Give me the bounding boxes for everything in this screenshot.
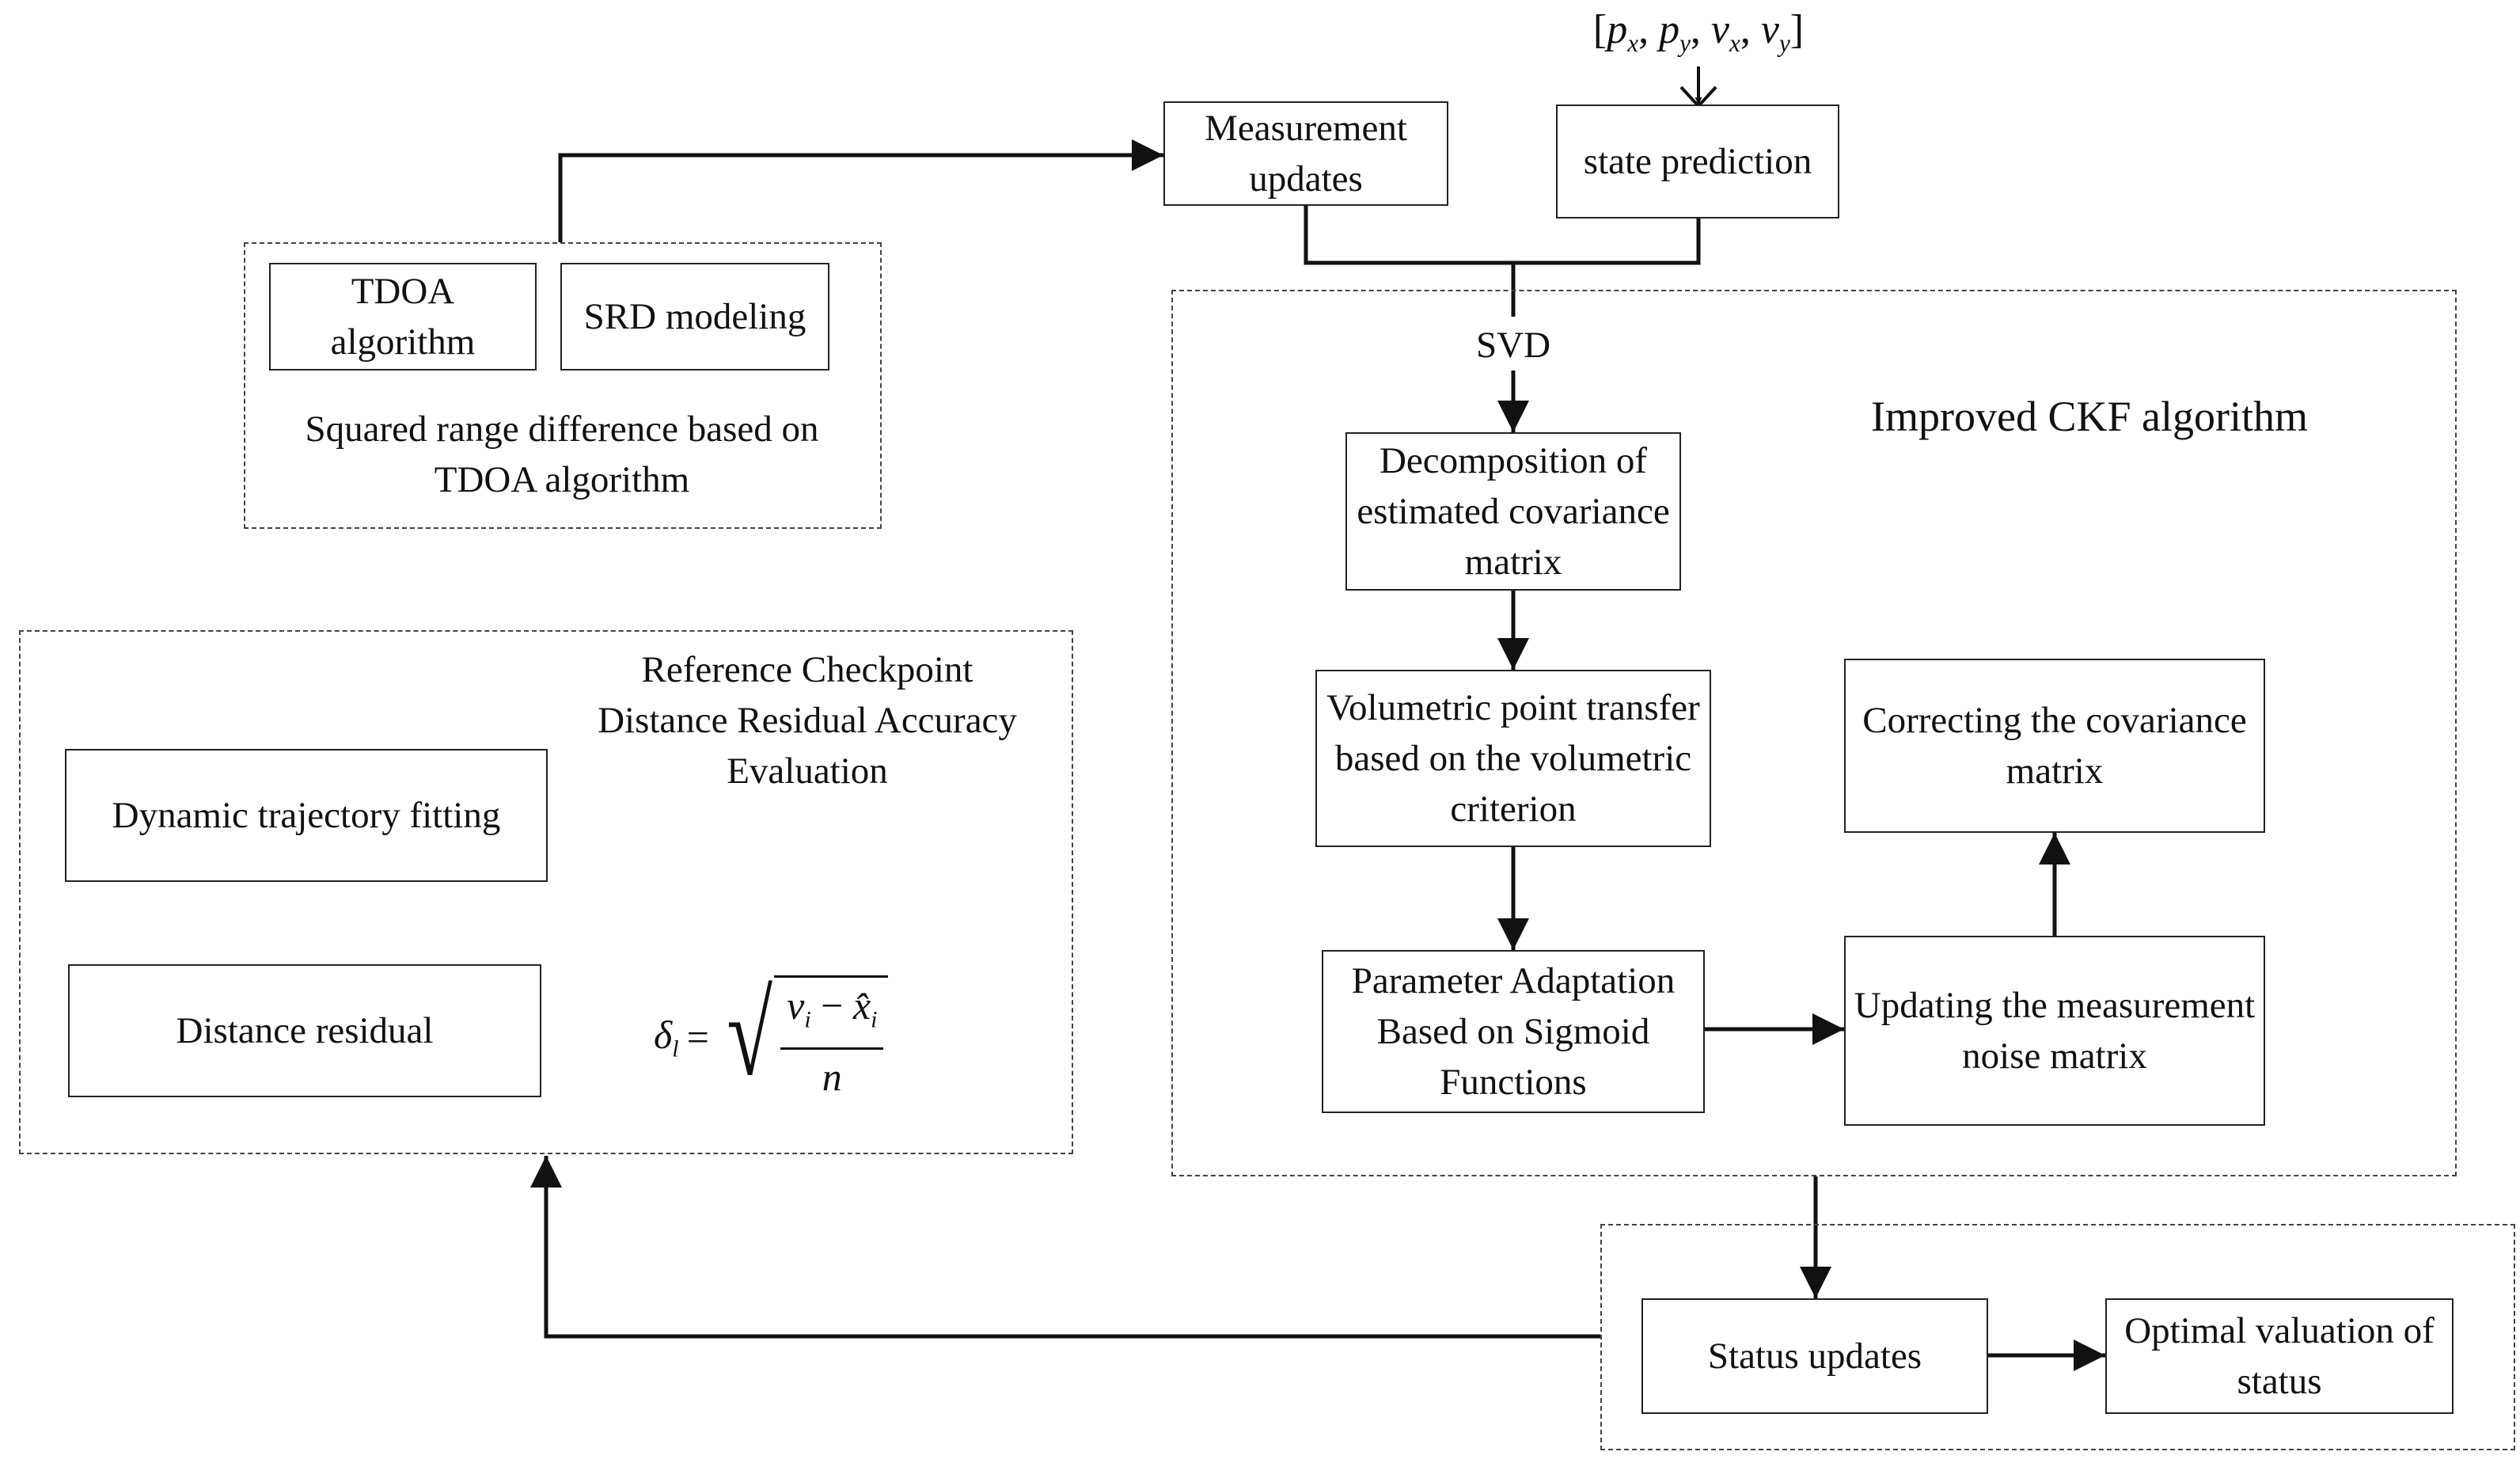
srd-modeling-box: SRD modeling bbox=[560, 263, 829, 370]
parameter-adaptation-box: Parameter Adaptation Based on Sigmoid Fu… bbox=[1322, 950, 1705, 1113]
status-updates-box: Status updates bbox=[1641, 1298, 1988, 1414]
dynamic-trajectory-box: Dynamic trajectory fitting bbox=[65, 749, 548, 882]
status-group bbox=[1600, 1224, 2515, 1450]
state-prediction-box: state prediction bbox=[1556, 104, 1839, 218]
srd-group bbox=[244, 242, 882, 529]
svd-label: SVD bbox=[1475, 325, 1551, 366]
ckf-group bbox=[1171, 290, 2457, 1176]
state-vector-label: [px, py, vx, vy] bbox=[1592, 7, 1805, 57]
arrow-srd-to-measurement bbox=[558, 139, 1163, 242]
reference-checkpoint-title: Reference Checkpoint Distance Residual A… bbox=[598, 649, 1017, 792]
srd-group-caption: Squared range difference based on TDOA a… bbox=[305, 408, 819, 500]
updating-noise-box: Updating the measurement noise matrix bbox=[1844, 936, 2265, 1126]
improved-ckf-title: Improved CKF algorithm bbox=[1871, 393, 2308, 440]
correcting-covariance-box: Correcting the covariance matrix bbox=[1844, 659, 2265, 833]
evaluation-group bbox=[19, 630, 1073, 1154]
residual-formula: δl = √ vi − x̂i n bbox=[654, 974, 889, 1100]
line-measurement-merge bbox=[1304, 206, 1701, 265]
tdoa-algorithm-box: TDOA algorithm bbox=[269, 263, 537, 370]
formula-equals: = bbox=[686, 1015, 709, 1059]
formula-lhs: δl bbox=[654, 1012, 679, 1062]
optimal-valuation-box: Optimal valuation of status bbox=[2105, 1298, 2454, 1414]
volumetric-point-box: Volumetric point transfer based on the v… bbox=[1315, 670, 1711, 847]
formula-sqrt: √ vi − x̂i n bbox=[717, 975, 889, 1099]
arrow-status-to-evaluation bbox=[530, 1156, 1600, 1339]
measurement-updates-box: Measurement updates bbox=[1163, 101, 1448, 206]
distance-residual-box: Distance residual bbox=[68, 964, 541, 1097]
decomposition-box: Decomposition of estimated covariance ma… bbox=[1345, 432, 1681, 591]
